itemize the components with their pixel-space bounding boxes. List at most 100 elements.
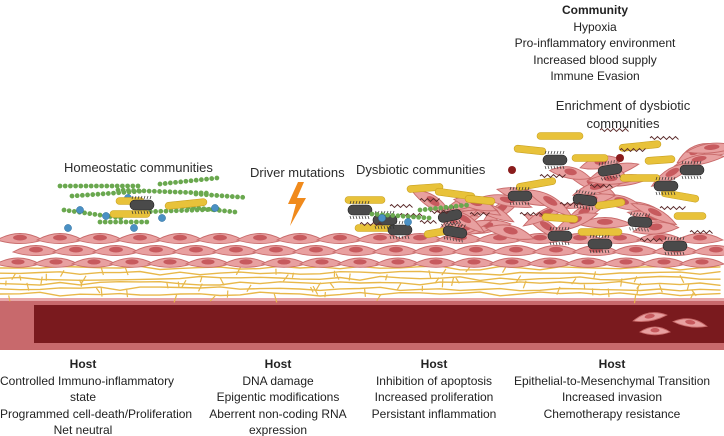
cell-nucleus: [125, 259, 139, 265]
chain-segment: [411, 214, 416, 220]
cell-nucleus: [229, 246, 243, 253]
stroma-fiber: [0, 280, 721, 286]
chain-segment: [235, 194, 240, 200]
pilus: [552, 241, 555, 246]
cell-nucleus: [239, 259, 253, 265]
stroma-crosslink: [455, 277, 460, 284]
pilus: [549, 241, 552, 246]
bacillus-body: [653, 180, 679, 192]
pilus: [352, 215, 355, 220]
chain-segment: [68, 183, 73, 189]
bacillus-bacterium: [542, 150, 568, 170]
pilus: [661, 191, 664, 196]
stroma-crosslink: [324, 291, 326, 298]
cell-nucleus: [695, 259, 709, 265]
pilus: [696, 160, 699, 165]
pilus: [561, 226, 564, 231]
epithelial-cell: [374, 257, 422, 268]
cell-nucleus: [133, 234, 147, 241]
cell-nucleus: [333, 234, 347, 241]
bacillus-bacterium: [653, 176, 679, 196]
cell-nucleus: [87, 259, 101, 265]
spirochete: [589, 183, 613, 189]
host-line: Increased invasion: [561, 390, 663, 404]
pilus: [658, 176, 661, 181]
pilus: [636, 212, 638, 216]
coccus-bacterium: [64, 224, 72, 232]
pilus: [509, 186, 512, 191]
chain-segment: [224, 193, 230, 199]
pilus: [579, 205, 582, 209]
pilus: [140, 210, 143, 215]
community-title: Community: [562, 3, 628, 17]
pilus: [589, 249, 592, 254]
spirochete: [539, 173, 566, 179]
rod-bacterium: [619, 174, 661, 182]
epithelial-cell: [32, 257, 80, 268]
bacillus-body: [597, 163, 623, 177]
chain-segment: [118, 219, 124, 225]
pilus: [601, 249, 604, 254]
cell-nucleus: [596, 218, 613, 225]
pilus: [389, 225, 392, 230]
chain-segment: [167, 180, 173, 186]
pilus: [676, 236, 679, 241]
pilus: [607, 234, 610, 239]
pilus: [524, 201, 527, 206]
pilus: [667, 191, 670, 196]
chain-segment: [214, 175, 220, 181]
pilus: [655, 176, 658, 181]
pilus: [600, 177, 604, 181]
chain-bacterium: [115, 187, 209, 196]
pilus: [687, 175, 690, 180]
stroma-crosslink: [181, 279, 187, 288]
epithelial-cell: [685, 142, 724, 154]
cell-nucleus: [213, 234, 227, 241]
pilus: [682, 236, 685, 241]
chain-segment: [193, 177, 199, 183]
pilus: [670, 191, 673, 196]
pilus: [134, 195, 137, 200]
chain-segment: [453, 203, 459, 209]
cell-nucleus: [29, 246, 43, 253]
chain-segment: [198, 177, 204, 183]
chain-segment: [125, 183, 130, 189]
community-item: Immune Evasion: [550, 69, 640, 83]
chain-segment: [172, 189, 178, 195]
pilus: [131, 195, 134, 200]
epithelial-cell: [275, 233, 325, 245]
chain-segment: [385, 212, 390, 218]
cell-nucleus: [657, 259, 671, 265]
pilus: [592, 249, 595, 254]
pilus: [515, 201, 518, 206]
pilus: [544, 150, 547, 155]
pilus: [598, 162, 600, 166]
coccus-bacterium: [76, 206, 84, 214]
chain-segment: [178, 179, 184, 185]
host-block-homeostatic: Host Controlled Immuno-inflammatory stat…: [0, 356, 192, 436]
chain-segment: [73, 183, 78, 189]
epithelial-cell: [484, 224, 535, 240]
spirochete: [619, 147, 646, 153]
pilus: [149, 210, 152, 215]
stroma-crosslink: [177, 281, 180, 288]
vessel-edge: [0, 298, 724, 301]
pilus: [454, 222, 457, 227]
cell-nucleus: [693, 234, 707, 241]
cell-nucleus: [53, 234, 67, 241]
pilus: [679, 251, 682, 256]
epithelial-cell: [491, 245, 541, 257]
chain-segment: [139, 219, 144, 225]
epithelial-cell: [131, 245, 181, 257]
pilus: [648, 213, 650, 217]
chain-segment: [135, 183, 141, 189]
chain-segment: [232, 209, 238, 215]
pilus: [564, 226, 567, 231]
epithelial-cell: [526, 257, 574, 268]
enrichment-label: Enrichment of dysbiotic communities: [548, 97, 698, 133]
spirochete: [689, 229, 713, 235]
chain-segment: [131, 188, 136, 193]
chain-segment: [438, 205, 444, 211]
bacillus-bacterium: [679, 160, 705, 180]
